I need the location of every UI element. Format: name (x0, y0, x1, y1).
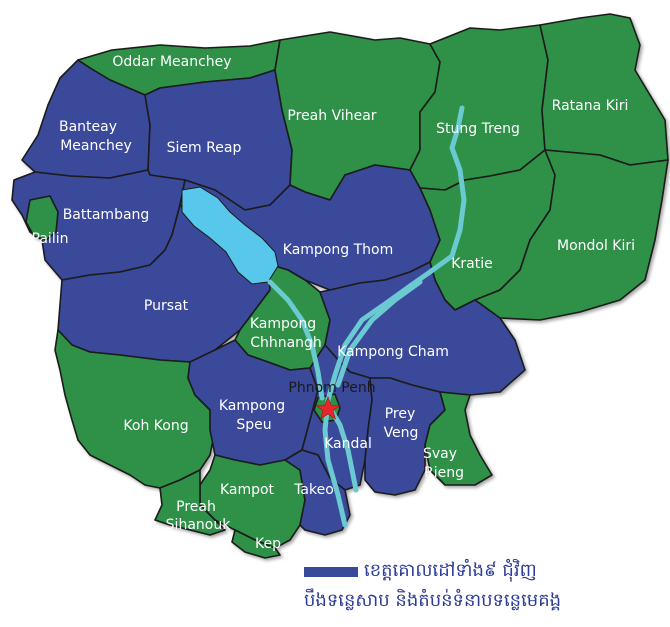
province-preah-sihanouk[interactable] (154, 469, 226, 536)
label-pailin: Pailin (32, 231, 69, 247)
label-banteay-meanchey-2: Meanchey (60, 138, 132, 154)
label-kampong-cham: Kampong Cham (337, 344, 449, 360)
label-battambang: Battambang (63, 207, 150, 223)
legend: ខេត្តគោលដៅទាំង៩ ជុំវិញ បឹងទន្លេសាប និងតំ… (304, 556, 670, 626)
legend-line-1: ខេត្តគោលដៅទាំង៩ ជុំវិញ (364, 560, 537, 581)
label-ratana-kiri: Ratana Kiri (552, 98, 629, 114)
label-kampong-chhnang-1: Kampong (250, 316, 316, 332)
legend-text: ខេត្តគោលដៅទាំង៩ ជុំវិញ បឹងទន្លេសាប និងតំ… (304, 556, 561, 616)
label-kandal: Kandal (324, 436, 372, 452)
province-prey-veng[interactable] (364, 377, 446, 496)
label-siem-reap: Siem Reap (167, 140, 242, 156)
label-kampong-thom: Kampong Thom (283, 242, 393, 258)
label-kampong-speu-2: Speu (236, 417, 271, 433)
label-kratie: Kratie (451, 256, 493, 272)
label-stung-treng: Stung Treng (436, 121, 520, 137)
label-preah-sihanouk-1: Preah (176, 499, 216, 515)
label-pursat: Pursat (144, 298, 189, 314)
province-labels: Oddar Meanchey Banteay Meanchey Siem Rea… (32, 54, 635, 552)
label-preah-sihanouk-2: Sihanouk (166, 517, 232, 533)
label-preah-vihear: Preah Vihear (287, 108, 376, 124)
mekong-river (322, 105, 467, 528)
rivers (267, 105, 467, 528)
bassac-river (327, 405, 359, 493)
tonle-sap-river (267, 279, 325, 401)
label-prey-veng-2: Veng (384, 425, 419, 441)
label-kampong-speu-1: Kampong (219, 398, 285, 414)
label-kep: Kep (255, 536, 281, 552)
label-kampot: Kampot (220, 482, 275, 498)
label-phnom-penh: Phnom Penh (288, 380, 375, 396)
province-kep[interactable] (231, 529, 281, 559)
tonle-sap-lake (181, 186, 279, 285)
province-pailin[interactable] (25, 195, 59, 241)
legend-swatch (304, 567, 358, 577)
province-takeo[interactable] (284, 449, 351, 536)
province-ratana-kiri[interactable] (539, 13, 669, 166)
label-kampong-chhnang-2: Chhnangh (250, 335, 322, 351)
capital-star-icon (315, 396, 341, 420)
label-mondol-kiri: Mondol Kiri (557, 238, 635, 254)
province-svay-rieng[interactable] (424, 391, 493, 486)
mekong-branch (335, 279, 423, 388)
label-prey-veng-1: Prey (385, 406, 416, 422)
label-koh-kong: Koh Kong (123, 418, 188, 434)
label-banteay-meanchey-1: Banteay (59, 119, 117, 135)
label-svay-rieng-2: Rieng (424, 465, 464, 481)
label-svay-rieng-1: Svay (423, 446, 457, 462)
label-takeo: Takeo (293, 482, 334, 498)
province-mondol-kiri[interactable] (474, 149, 669, 321)
legend-line-2: បឹងទន្លេសាប និងតំបន់ទំនាបទន្លេមេគង្គ (304, 590, 562, 611)
label-oddar-meanchey: Oddar Meanchey (112, 54, 231, 70)
